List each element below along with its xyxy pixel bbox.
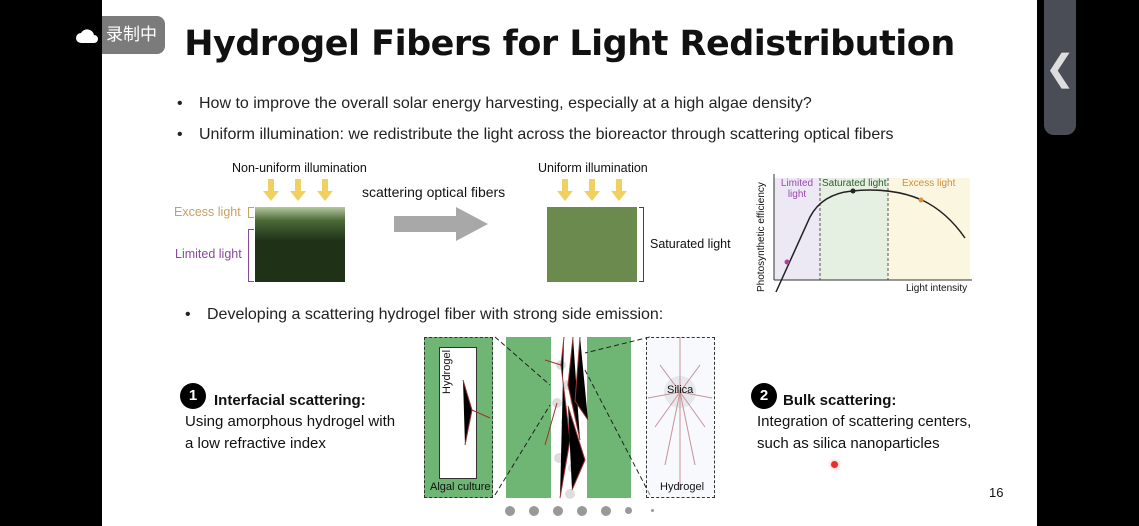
- right-arrow-icon: [394, 207, 488, 241]
- chart-xlabel: Light intensity: [906, 283, 968, 294]
- saturated-light-label: Saturated light: [650, 237, 731, 251]
- particle-dot: [553, 506, 563, 516]
- sun-arrows-icon: [263, 179, 333, 201]
- item2-line1: Integration of scattering centers,: [757, 413, 972, 430]
- chart-ylabel: Photosynthetic efficiency: [756, 182, 767, 292]
- item2-heading: Bulk scattering:: [783, 392, 897, 409]
- item1-line2: a low refractive index: [185, 435, 326, 452]
- zone-limited: [774, 178, 820, 280]
- limited-point: [784, 259, 790, 265]
- nonuniform-label: Non-uniform illumination: [232, 161, 367, 175]
- saturated-point: [850, 188, 856, 194]
- efficiency-curve: [775, 189, 966, 293]
- particle-dot: [529, 506, 539, 516]
- arrow-label: scattering optical fibers: [362, 184, 506, 200]
- excess-point: [918, 197, 924, 203]
- algae-left-band: [506, 337, 551, 498]
- recording-indicator[interactable]: 录制中: [102, 16, 165, 54]
- zone-saturated-label: Saturated light: [822, 178, 887, 189]
- cloud-icon: [76, 29, 98, 43]
- algal-culture-label: Algal culture: [430, 481, 491, 493]
- dense-culture-block: [255, 207, 345, 282]
- excess-light-label: Excess light: [174, 205, 241, 219]
- laser-pointer: [831, 461, 838, 468]
- particle-dot: [625, 507, 632, 514]
- item1-line1: Using amorphous hydrogel with: [185, 413, 396, 430]
- uniform-culture-block: [547, 207, 637, 282]
- item1-heading: Interfacial scattering:: [214, 392, 366, 409]
- bullet-3: Developing a scattering hydrogel fiber w…: [185, 306, 663, 324]
- limited-bracket: [248, 229, 254, 282]
- saturated-bracket: [639, 207, 644, 282]
- limited-light-label: Limited light: [175, 247, 242, 261]
- bullet-2: Uniform illumination: we redistribute th…: [177, 126, 894, 144]
- particle-dot: [505, 506, 515, 516]
- hydrogel-bulk-label: Hydrogel: [660, 481, 705, 493]
- zone-limited-label: Limited light: [780, 178, 814, 200]
- slide-title: Hydrogel Fibers for Light Redistribution: [184, 24, 955, 64]
- number-badge-1: 1: [180, 383, 206, 409]
- sun-arrows-icon: [557, 179, 627, 201]
- zone-excess-label: Excess light: [902, 178, 956, 189]
- uniform-label: Uniform illumination: [538, 161, 648, 175]
- zone-saturated: [820, 178, 888, 280]
- bullet-1: How to improve the overall solar energy …: [177, 95, 812, 113]
- particle-dot: [577, 506, 587, 516]
- silica-zoom-panel: [646, 337, 715, 498]
- zone-excess: [888, 178, 970, 280]
- excess-bracket: [248, 207, 254, 218]
- particle-dot: [601, 506, 611, 516]
- item2-line2: such as silica nanoparticles: [757, 435, 940, 452]
- chevron-left-icon: ❮: [1044, 47, 1076, 88]
- side-panel-toggle[interactable]: ❮: [1044, 0, 1076, 135]
- page-number: 16: [989, 485, 1004, 500]
- algae-right-band: [587, 337, 631, 498]
- efficiency-chart: [773, 174, 972, 293]
- number-badge-2: 2: [751, 383, 777, 409]
- particle-dot: [651, 509, 654, 512]
- silica-label: Silica: [667, 384, 694, 396]
